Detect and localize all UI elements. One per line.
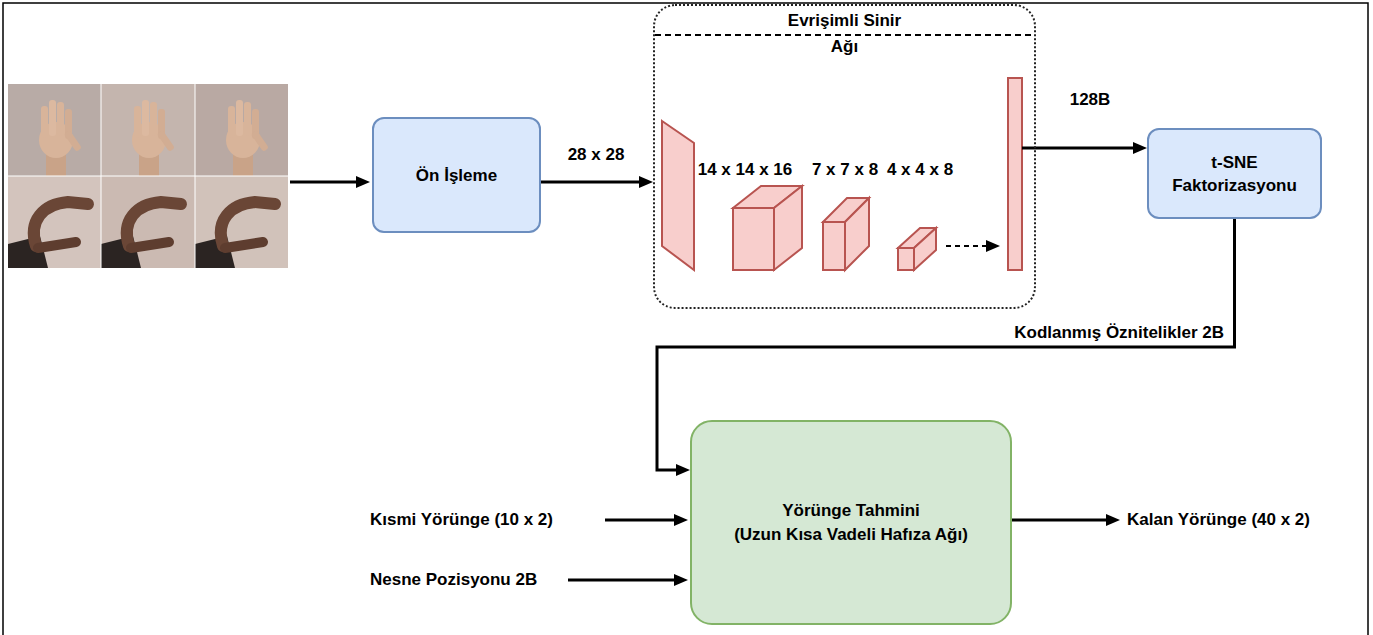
hand-image [39,100,82,176]
hand-image [195,202,275,268]
layer-size: 4 x 4 x 8 [887,160,953,180]
input-arrow [568,579,679,582]
edge-label: Kodlanmış Öznitelikler 2B [1012,323,1226,343]
hand-image [132,100,175,176]
node-title: t-SNE Faktorizasyonu [1157,151,1312,197]
process-box: t-SNE Faktorizasyonu [1147,128,1322,219]
conv-layer [733,186,802,270]
node-title: Evrişimli Sinir Ağı [780,8,910,60]
cube-face [845,198,869,270]
photo-cell [195,84,288,176]
photo-grid-line [8,176,288,177]
layer-size: 14 x 14 x 16 [698,160,793,180]
cube-face [823,222,845,270]
edge-label: 128B [1068,90,1113,110]
cube-face [914,228,936,270]
hand-image [101,202,181,268]
output-arrow [1012,519,1111,522]
hand-image [226,100,269,176]
process-box: Ön İşleme [372,117,541,233]
model-box: Yörünge Tahmini(Uzun Kısa Vadeli Hafıza … [690,420,1012,625]
photo-grid-line [101,84,102,268]
input-name: Nesne Pozisyonu 2B [370,570,537,590]
dense-layer [1008,78,1022,270]
input-name: Kısmi Yörünge (10 x 2) [370,510,553,530]
frame [3,3,1368,635]
input-arrow [605,519,679,522]
node-title: Yörünge Tahmini [782,499,920,523]
node-title: Ön İşleme [416,164,497,187]
photo-cell [101,176,195,268]
output-name: Kalan Yörünge (40 x 2) [1127,510,1310,530]
network-container: Evrişimli Sinir Ağı [653,4,1036,309]
title-divider [655,34,1034,36]
photo-cell [195,176,288,268]
cube-face [733,208,774,270]
node-subtitle: (Uzun Kısa Vadeli Hafıza Ağı) [734,523,968,547]
hand-photos [8,84,288,268]
hand-image [8,202,88,268]
layer-size: 7 x 7 x 8 [812,160,878,180]
output-stub [1022,147,1036,150]
photo-cell [8,176,101,268]
conv-layer [823,198,869,270]
edge-label: 28 x 28 [566,145,627,165]
photo-grid-line [195,84,196,268]
input-layer [662,121,694,270]
photo-cell [101,84,195,176]
cube-face [774,186,802,270]
photo-cell [8,84,101,176]
conv-layer [898,228,936,270]
connector [1036,147,1138,150]
flatten-arrow [946,245,991,247]
connector [541,181,644,184]
cube-face [898,248,914,270]
input-arrow [290,181,361,184]
